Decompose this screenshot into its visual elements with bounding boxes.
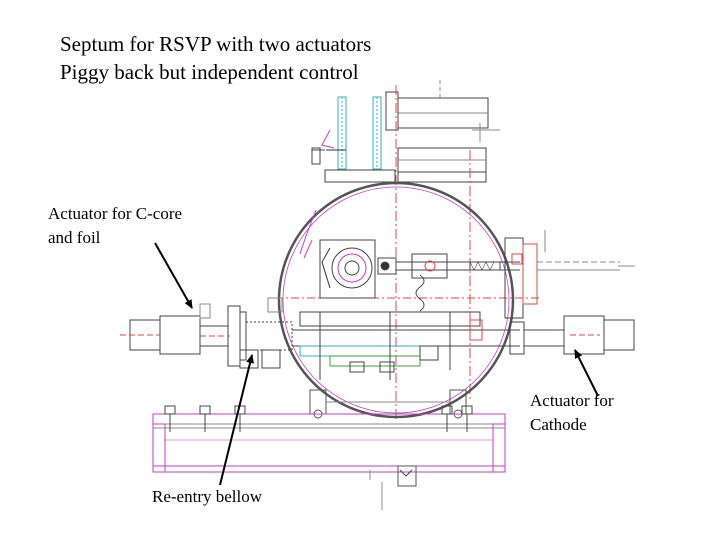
title-line-2: Piggy back but independent control [60,60,359,84]
arrow-ccore-actuator [154,242,193,309]
vacuum-chamber [275,181,540,419]
label-reentry-bellow: Re-entry bellow [152,487,262,506]
arrow-reentry-bellow [219,354,254,486]
annotation-arrows [154,242,599,486]
chamber-shell [277,181,515,419]
horizontal-actuator-shaft [120,297,635,380]
title-line-1: Septum for RSVP with two actuators [60,32,372,56]
spring [415,274,425,312]
label-ccore-actuator-line-2: and foil [48,228,101,247]
label-ccore-actuator-line-1: Actuator for C-core [48,204,183,223]
linkage-carriage [411,253,448,279]
right-flange [509,321,525,355]
stand-leg-left [152,423,166,473]
support-stand [152,389,506,510]
top-base-plate [324,169,396,183]
center-foot [397,465,417,487]
stand-leg-right [492,423,506,473]
c-core-assembly [299,209,635,319]
stand-bolts [164,405,473,432]
c-core-ring-outer [331,247,373,289]
right-actuator-end [603,319,635,351]
linkage-block [377,257,397,275]
label-cathode-actuator-line-2: Cathode [530,415,587,434]
stand-top-rail [152,413,506,425]
c-core-frame [319,239,376,299]
arrow-cathode-actuator [574,349,599,397]
label-cathode-actuator-line-1: Actuator for [530,391,614,410]
left-actuator-body [159,315,201,355]
stand-bottom-rail [152,465,506,473]
cylinder-end-cap [385,91,399,131]
top-actuator-assembly [311,80,500,183]
